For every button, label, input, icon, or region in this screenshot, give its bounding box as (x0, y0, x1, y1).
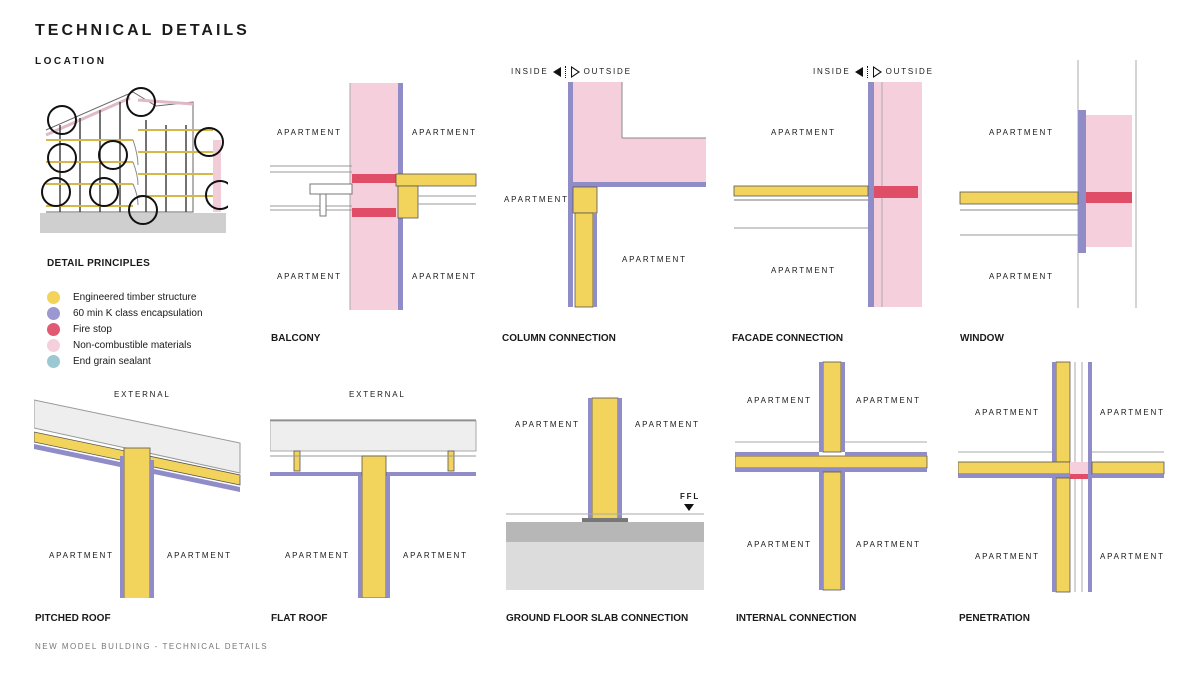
legend-item-non-combustible: Non-combustible materials (47, 337, 203, 353)
detail-facade-connection: INSIDE OUTSIDE APARTMENT APARTMENT FACAD… (732, 60, 972, 344)
end-grain-swatch-icon (47, 354, 60, 368)
non-combustible-swatch-icon (47, 338, 60, 352)
apartment-label: APARTMENT (412, 128, 477, 137)
apartment-label: APARTMENT (856, 540, 921, 549)
detail-title: FLAT ROOF (271, 613, 328, 624)
external-label: EXTERNAL (349, 390, 406, 399)
location-section-drawing (40, 87, 228, 233)
location-heading: LOCATION (35, 56, 107, 67)
apartment-label: APARTMENT (277, 128, 342, 137)
fire-stop-swatch-icon (47, 322, 60, 336)
detail-principles-heading: DETAIL PRINCIPLES (47, 258, 151, 269)
ffl-marker-icon (684, 504, 694, 511)
ffl-label: FFL (680, 492, 701, 501)
apartment-label: APARTMENT (635, 420, 700, 429)
detail-balcony: APARTMENT APARTMENT APARTMENT APARTMENT … (270, 78, 510, 344)
apartment-label: APARTMENT (975, 552, 1040, 561)
apartment-label: APARTMENT (1100, 408, 1165, 417)
apartment-label: APARTMENT (504, 195, 569, 204)
apartment-label: APARTMENT (1100, 552, 1165, 561)
legend-item-timber: Engineered timber structure (47, 289, 203, 305)
apartment-label: APARTMENT (856, 396, 921, 405)
inside-outside-marker: INSIDE OUTSIDE (511, 66, 632, 78)
detail-title: PENETRATION (959, 613, 1030, 624)
detail-title: INTERNAL CONNECTION (736, 613, 857, 624)
timber-swatch-icon (47, 290, 60, 304)
external-label: EXTERNAL (114, 390, 171, 399)
encapsulation-swatch-icon (47, 306, 60, 320)
detail-penetration: APARTMENT APARTMENT APARTMENT APARTMENT … (958, 360, 1198, 624)
legend-item-encapsulation: 60 min K class encapsulation (47, 305, 203, 321)
apartment-label: APARTMENT (989, 272, 1054, 281)
detail-flat-roof: EXTERNAL APARTMENT APARTMENT FLAT ROOF (270, 388, 510, 648)
apartment-label: APARTMENT (747, 540, 812, 549)
detail-title: PITCHED ROOF (35, 613, 111, 624)
apartment-label: APARTMENT (412, 272, 477, 281)
detail-internal-connection: APARTMENT APARTMENT APARTMENT APARTMENT … (735, 360, 975, 624)
detail-title: GROUND FLOOR SLAB CONNECTION (506, 613, 689, 624)
legend: Engineered timber structure 60 min K cla… (47, 289, 203, 369)
legend-item-fire-stop: Fire stop (47, 321, 203, 337)
apartment-label: APARTMENT (747, 396, 812, 405)
detail-pitched-roof: EXTERNAL APARTMENT APARTMENT PITCHED ROO… (34, 388, 274, 648)
apartment-label: APARTMENT (167, 551, 232, 560)
footer-caption: NEW MODEL BUILDING - TECHNICAL DETAILS (35, 642, 269, 651)
detail-column-connection: INSIDE OUTSIDE APARTMENT APARTMENT COLUM… (502, 60, 742, 344)
apartment-label: APARTMENT (49, 551, 114, 560)
detail-window: APARTMENT APARTMENT WINDOW (958, 60, 1198, 344)
legend-item-end-grain: End grain sealant (47, 353, 203, 369)
apartment-label: APARTMENT (771, 128, 836, 137)
apartment-label: APARTMENT (277, 272, 342, 281)
apartment-label: APARTMENT (285, 551, 350, 560)
apartment-label: APARTMENT (622, 255, 687, 264)
inside-outside-marker: INSIDE OUTSIDE (813, 66, 934, 78)
apartment-label: APARTMENT (515, 420, 580, 429)
detail-title: COLUMN CONNECTION (502, 333, 616, 344)
detail-title: WINDOW (960, 333, 1004, 344)
apartment-label: APARTMENT (975, 408, 1040, 417)
detail-title: BALCONY (271, 333, 321, 344)
page-title: TECHNICAL DETAILS (35, 22, 250, 39)
detail-title: FACADE CONNECTION (732, 333, 844, 344)
detail-ground-floor-slab: APARTMENT APARTMENT FFL GROUND FLOOR SLA… (506, 388, 746, 648)
apartment-label: APARTMENT (403, 551, 468, 560)
apartment-label: APARTMENT (989, 128, 1054, 137)
apartment-label: APARTMENT (771, 266, 836, 275)
